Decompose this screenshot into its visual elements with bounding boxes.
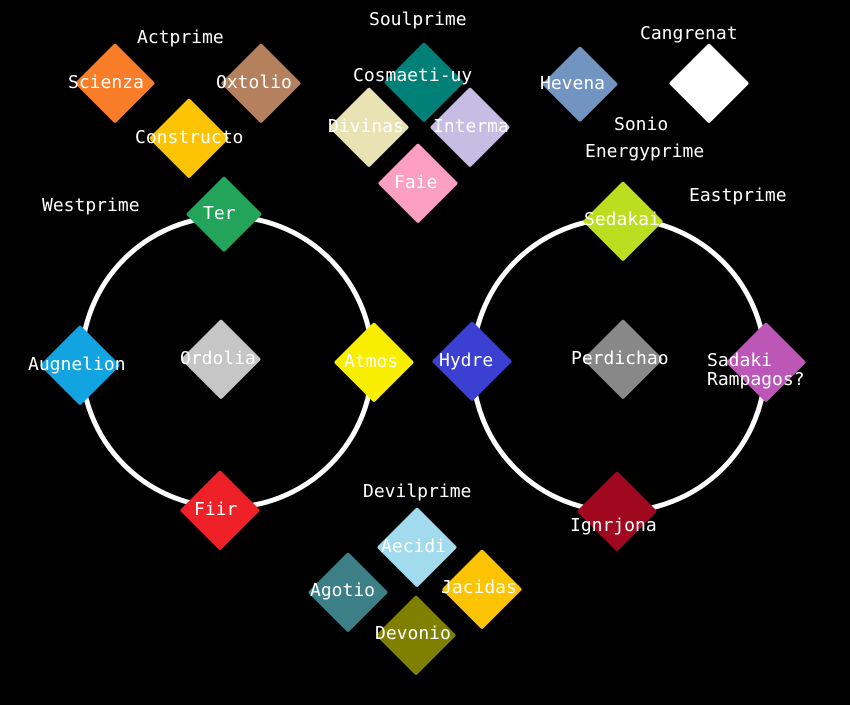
node-label-ter: Ter (203, 203, 236, 224)
region-label-actprime: Actprime (137, 27, 224, 48)
node-label-jacidas: Jacidas (441, 577, 517, 598)
node-label-hydre: Hydre (439, 350, 494, 371)
node-label-divinas: Divinas (328, 116, 404, 137)
region-label-cangrenat: Cangrenat (640, 23, 738, 44)
node-label-faie: Faie (394, 172, 438, 193)
node-label-atmos: Atmos (344, 351, 399, 372)
node-label-cosmaeti-uy: Cosmaeti-uy (353, 65, 473, 86)
node-label-sedakai: Sedakai (584, 209, 660, 230)
region-label-eastprime: Eastprime (689, 185, 787, 206)
node-label-constructo: Constructo (135, 127, 244, 148)
region-label-energyprime: Energyprime (585, 141, 705, 162)
node-label-ignrjona: Ignrjona (570, 515, 657, 536)
diamond-icon-ignrjona[interactable] (577, 471, 657, 551)
node-label-ordolia: Ordolia (180, 348, 256, 369)
node-label-fiir: Fiir (194, 499, 238, 520)
node-label-devonio: Devonio (375, 623, 451, 644)
region-label-devilprime: Devilprime (363, 481, 472, 502)
node-label-perdichao: Perdichao (571, 348, 669, 369)
diamond-icon-cangrenat-gem[interactable] (669, 43, 749, 123)
region-label-soulprime: Soulprime (369, 9, 467, 30)
node-label-augnelion: Augnelion (28, 354, 126, 375)
node-label-hevena: Hevena (540, 73, 606, 94)
node-label-oxtolio: Oxtolio (216, 72, 292, 93)
node-label-scienza: Scienza (68, 72, 144, 93)
node-label-agotio: Agotio (310, 580, 376, 601)
region-label-sonio: Sonio (614, 114, 669, 135)
node-label-aecidi: Aecidi (381, 536, 447, 557)
node-label-interma: Interma (433, 116, 509, 137)
node-label-sadaki-rampagos: Sadaki Rampagos? (707, 350, 805, 390)
region-label-westprime: Westprime (42, 195, 140, 216)
